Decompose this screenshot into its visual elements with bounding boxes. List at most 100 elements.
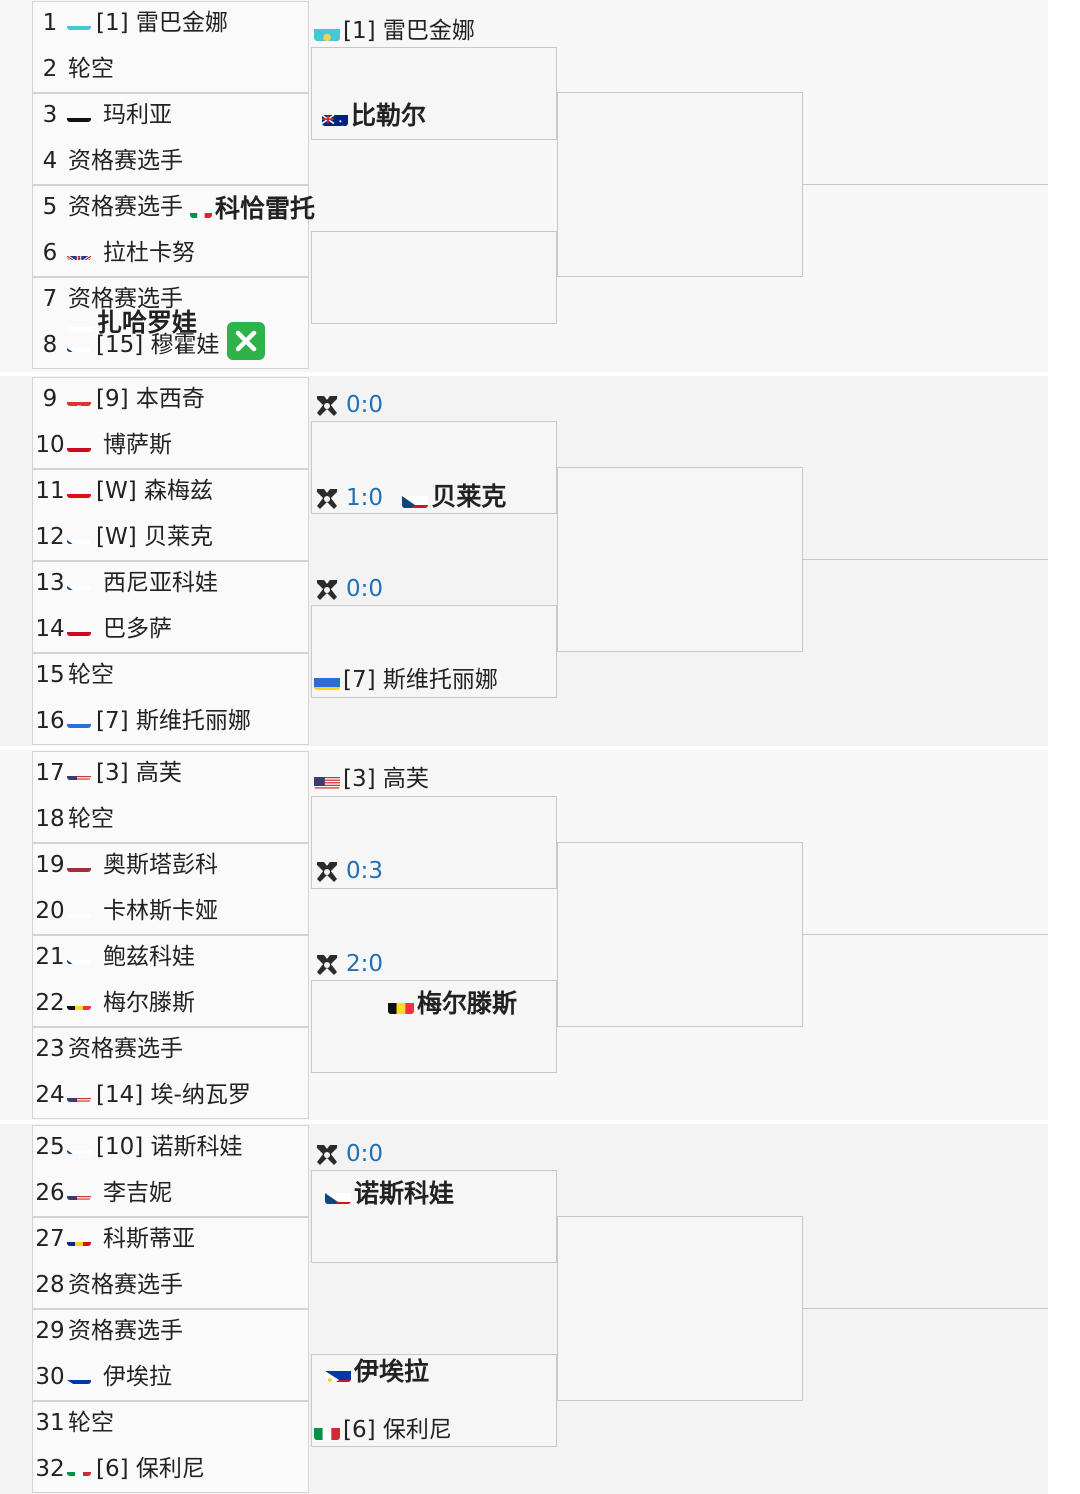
match-pair <box>32 377 309 469</box>
flag-icon <box>67 1137 91 1154</box>
player-name[interactable]: 李吉妮 <box>103 1180 172 1206</box>
player-name[interactable]: 卡林斯卡娅 <box>103 898 218 924</box>
match-score: 0:0 <box>346 392 384 418</box>
round2-box <box>311 231 557 324</box>
draw-position: 27 <box>35 1226 65 1252</box>
round2-box <box>311 1170 557 1263</box>
player-name[interactable]: 博萨斯 <box>103 432 172 458</box>
draw-position: 9 <box>42 386 58 412</box>
r2-entry-8: 0:3 <box>314 854 383 888</box>
player-name[interactable]: [9] 本西奇 <box>96 386 205 412</box>
flag-icon <box>67 993 91 1010</box>
match-pair <box>32 1027 309 1119</box>
draw-position: 30 <box>35 1364 65 1390</box>
flag-icon <box>190 203 212 218</box>
bracket-line <box>803 1308 1048 1309</box>
player-name[interactable]: 科斯蒂亚 <box>103 1226 195 1252</box>
player-name[interactable]: 资格赛选手 <box>68 194 183 220</box>
r2-entry-7: [3] 高芙 <box>314 762 429 796</box>
flag-icon <box>67 435 91 452</box>
draw-position: 29 <box>35 1318 65 1344</box>
player-name[interactable]: [W] 森梅兹 <box>96 478 213 504</box>
draw-position: 21 <box>35 944 65 970</box>
player-name: [1] 雷巴金娜 <box>343 18 475 44</box>
match-pair <box>32 935 309 1027</box>
draw-position: 5 <box>42 194 58 220</box>
round3-box <box>557 467 803 652</box>
player-name[interactable]: 玛利亚 <box>103 102 172 128</box>
player-name[interactable]: [3] 高芙 <box>96 760 182 786</box>
swords-icon <box>314 486 340 512</box>
flag-icon <box>67 901 91 918</box>
bracket-line <box>803 934 1048 935</box>
r2-entry-13: 伊埃拉 <box>325 1355 429 1389</box>
draw-row: 1[1] 雷巴金娜 <box>32 0 309 46</box>
round2-box <box>311 980 557 1073</box>
player-name[interactable]: 奥斯塔彭科 <box>103 852 218 878</box>
draw-position: 28 <box>35 1272 65 1298</box>
flag-icon <box>314 23 340 41</box>
flag-icon <box>322 108 348 126</box>
player-name[interactable]: 轮空 <box>68 806 114 832</box>
player-name[interactable]: 资格赛选手 <box>68 286 183 312</box>
player-name[interactable]: [15] 穆霍娃 <box>96 332 220 358</box>
draw-row: 5 资格赛选手 <box>32 184 309 230</box>
flag-icon <box>68 317 94 332</box>
match-pair <box>32 1125 309 1217</box>
flag-icon <box>67 1085 91 1102</box>
player-name[interactable]: 资格赛选手 <box>68 148 183 174</box>
player-name[interactable]: 鲍兹科娃 <box>103 944 195 970</box>
swords-icon <box>314 393 340 419</box>
draw-position: 26 <box>35 1180 65 1206</box>
draw-position: 20 <box>35 898 65 924</box>
player-name[interactable]: [10] 诺斯科娃 <box>96 1134 243 1160</box>
draw-position: 32 <box>35 1456 65 1482</box>
flag-icon <box>67 1183 91 1200</box>
r2-entry-4: 1:0 贝莱克 <box>314 480 506 514</box>
swords-icon <box>314 859 340 885</box>
player-name[interactable]: 梅尔滕斯 <box>103 990 195 1016</box>
flag-icon <box>67 481 91 498</box>
player-name[interactable]: 资格赛选手 <box>68 1272 183 1298</box>
draw-position: 24 <box>35 1082 65 1108</box>
player-name: 诺斯科娃 <box>354 1179 455 1208</box>
flag-icon <box>67 1459 91 1476</box>
winner-name: 科恰雷托 <box>215 194 316 223</box>
flag-icon <box>325 1186 351 1204</box>
player-name[interactable]: [6] 保利尼 <box>96 1456 205 1482</box>
player-name[interactable]: 轮空 <box>68 662 114 688</box>
player-name[interactable]: 轮空 <box>68 1410 114 1436</box>
flag-icon <box>67 13 91 30</box>
player-name[interactable]: 资格赛选手 <box>68 1318 183 1344</box>
player-name[interactable]: 巴多萨 <box>103 616 172 642</box>
match-score: 2:0 <box>346 951 384 977</box>
player-name[interactable]: 伊埃拉 <box>103 1364 172 1390</box>
r2-entry-10: 梅尔滕斯 <box>388 987 517 1021</box>
player-name: [6] 保利尼 <box>343 1417 452 1443</box>
player-name[interactable]: [W] 贝莱克 <box>96 524 213 550</box>
player-name[interactable]: 拉杜卡努 <box>103 240 195 266</box>
player-name[interactable]: 西尼亚科娃 <box>103 570 218 596</box>
match-score: 0:0 <box>346 576 384 602</box>
player-name[interactable]: 资格赛选手 <box>68 1036 183 1062</box>
draw-row: 20 卡林斯卡娅 <box>32 888 309 934</box>
player-name[interactable]: [1] 雷巴金娜 <box>96 10 228 36</box>
player-name[interactable]: [7] 斯维托丽娜 <box>96 708 251 734</box>
player-name[interactable]: [14] 埃-纳瓦罗 <box>96 1082 251 1108</box>
flag-icon <box>67 573 91 590</box>
draw-position: 15 <box>35 662 65 688</box>
draw-position: 22 <box>35 990 65 1016</box>
r2-entry-6: [7] 斯维托丽娜 <box>314 663 498 697</box>
draw-row: 27 科斯蒂亚 <box>32 1216 309 1262</box>
match-score: 0:3 <box>346 858 384 884</box>
match-pair <box>32 561 309 653</box>
r2-entry-2: 比勒尔 <box>322 99 426 133</box>
draw-row: 24 [14] 埃-纳瓦罗 <box>32 1072 309 1118</box>
player-name[interactable]: 轮空 <box>68 56 114 82</box>
